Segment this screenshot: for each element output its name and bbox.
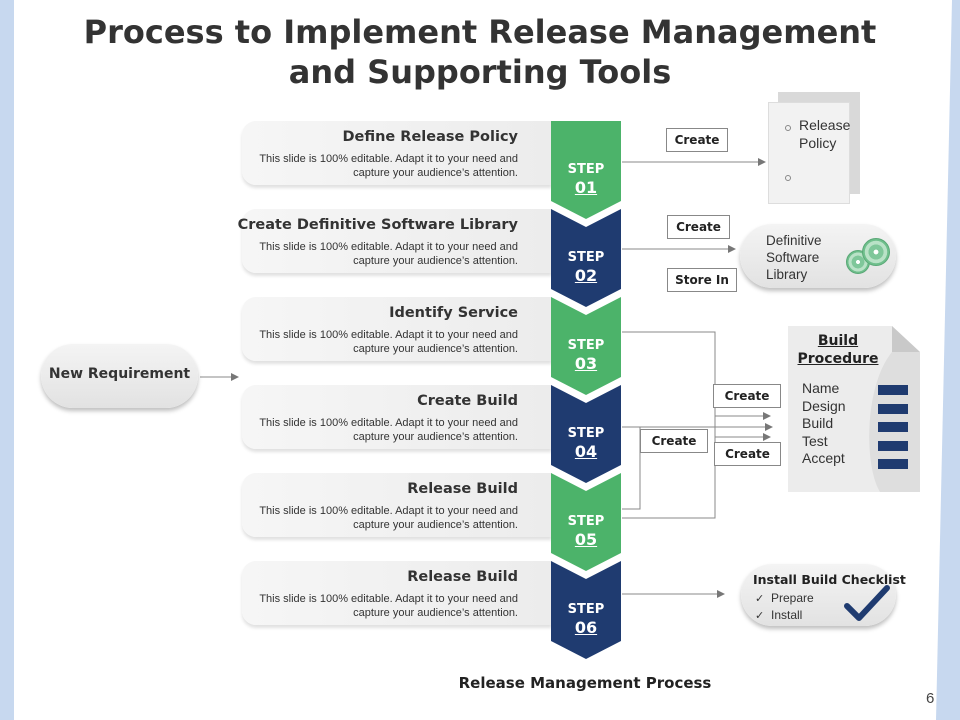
title-line-2: and Supporting Tools xyxy=(288,53,672,91)
right-accent-bar xyxy=(936,0,960,720)
step-number: 01 xyxy=(574,178,598,197)
step-label-5: STEP 05 xyxy=(551,514,621,550)
list-bar-icon xyxy=(878,422,908,432)
create-box-build-2: Create xyxy=(714,442,781,466)
step-description: This slide is 100% editable. Adapt it to… xyxy=(259,241,518,267)
list-item: ✓Prepare xyxy=(755,591,814,605)
store-in-box: Store In xyxy=(667,268,737,292)
step-title: Define Release Policy xyxy=(342,129,518,145)
list-bar-icon xyxy=(878,404,908,414)
step-chevron-1 xyxy=(551,121,621,219)
build-procedure-document: Build Procedure Name Design Build Test A… xyxy=(788,326,920,492)
check-icon: ✓ xyxy=(755,610,765,622)
release-policy-label: Release Policy xyxy=(799,117,851,151)
diagram-caption: Release Management Process xyxy=(458,674,712,692)
title-line-1: Process to Implement Release Management xyxy=(83,13,877,51)
step-number: 05 xyxy=(574,530,598,549)
checklist-title: Install Build Checklist xyxy=(753,572,906,587)
list-bar-icon xyxy=(878,385,908,395)
install-checklist-pill: Install Build Checklist ✓Prepare ✓Instal… xyxy=(741,564,906,626)
disc-icon xyxy=(862,238,890,266)
step-description: This slide is 100% editable. Adapt it to… xyxy=(259,417,518,443)
list-item: Accept xyxy=(802,450,845,466)
step-word: STEP xyxy=(567,162,605,177)
build-procedure-list: Name Design Build Test Accept xyxy=(802,380,846,468)
step-number: 02 xyxy=(574,266,598,285)
step-label-2: STEP 02 xyxy=(551,250,621,286)
step-card-2: Create Definitive Software Library This … xyxy=(238,209,552,273)
step-label-1: STEP 01 xyxy=(551,162,621,198)
step-word: STEP xyxy=(567,514,605,529)
step-word: STEP xyxy=(567,338,605,353)
release-policy-document: Release Policy xyxy=(768,92,860,204)
step-number: 03 xyxy=(574,354,598,373)
step-label-4: STEP 04 xyxy=(551,426,621,462)
step-word: STEP xyxy=(567,426,605,441)
new-requirement-label: New Requirement xyxy=(48,366,191,382)
line-step3 xyxy=(622,331,716,519)
step-description: This slide is 100% editable. Adapt it to… xyxy=(259,505,518,531)
list-item: Test xyxy=(802,432,828,449)
step-card-1: Define Release Policy This slide is 100%… xyxy=(242,121,552,185)
binder-ring-icon xyxy=(785,125,791,131)
step-title: Release Build xyxy=(407,481,518,497)
document-front-sheet: Release Policy xyxy=(768,102,850,204)
step-word: STEP xyxy=(567,602,605,617)
list-bar-icon xyxy=(878,441,908,451)
step-word: STEP xyxy=(567,250,605,265)
step-title: Create Definitive Software Library xyxy=(237,217,518,233)
slide-title: Process to Implement Release Management … xyxy=(40,12,920,92)
dsl-label: Definitive Software Library xyxy=(766,233,822,282)
step-description: This slide is 100% editable. Adapt it to… xyxy=(259,593,518,619)
create-box-release-policy: Create xyxy=(666,128,728,152)
list-item: Build xyxy=(802,415,834,431)
list-bar-icon xyxy=(878,459,908,469)
page-number: 6 xyxy=(926,690,935,707)
step-title: Release Build xyxy=(407,569,518,585)
list-item: Name xyxy=(802,380,840,396)
step-label-6: STEP 06 xyxy=(551,602,621,638)
checklist-items: ✓Prepare ✓Install xyxy=(755,590,814,624)
check-icon: ✓ xyxy=(755,593,765,605)
step-chevron-6 xyxy=(551,561,621,659)
step-description: This slide is 100% editable. Adapt it to… xyxy=(259,329,518,355)
step-number: 06 xyxy=(574,618,598,637)
build-procedure-title: Build Procedure xyxy=(797,333,879,367)
step-chevron-3 xyxy=(551,297,621,395)
step-description: This slide is 100% editable. Adapt it to… xyxy=(259,153,518,179)
step-card-3: Identify Service This slide is 100% edit… xyxy=(242,297,552,361)
create-box-dsl: Create xyxy=(667,215,730,239)
line-step4 xyxy=(622,426,641,510)
binder-ring-icon xyxy=(785,175,791,181)
step-title: Identify Service xyxy=(389,305,518,321)
dsl-pill: Definitive Software Library xyxy=(740,224,896,288)
list-item: ✓Install xyxy=(755,608,803,622)
step-label-3: STEP 03 xyxy=(551,338,621,374)
step-chevrons xyxy=(551,121,621,659)
new-requirement-pill: New Requirement xyxy=(41,344,198,408)
big-checkmark-icon xyxy=(844,585,890,621)
step-card-5: Release Build This slide is 100% editabl… xyxy=(242,473,552,537)
create-box-build-step4: Create xyxy=(640,429,708,453)
step-chevron-4 xyxy=(551,385,621,483)
step-card-4: Create Build This slide is 100% editable… xyxy=(242,385,552,449)
connector-lines xyxy=(200,158,773,598)
step-chevron-2 xyxy=(551,209,621,307)
step-title: Create Build xyxy=(417,393,518,409)
list-item: Design xyxy=(802,397,846,414)
create-box-build-1: Create xyxy=(713,384,781,408)
left-accent-bar xyxy=(0,0,14,720)
step-chevron-5 xyxy=(551,473,621,571)
step-card-6: Release Build This slide is 100% editabl… xyxy=(242,561,552,625)
step-number: 04 xyxy=(574,442,598,461)
